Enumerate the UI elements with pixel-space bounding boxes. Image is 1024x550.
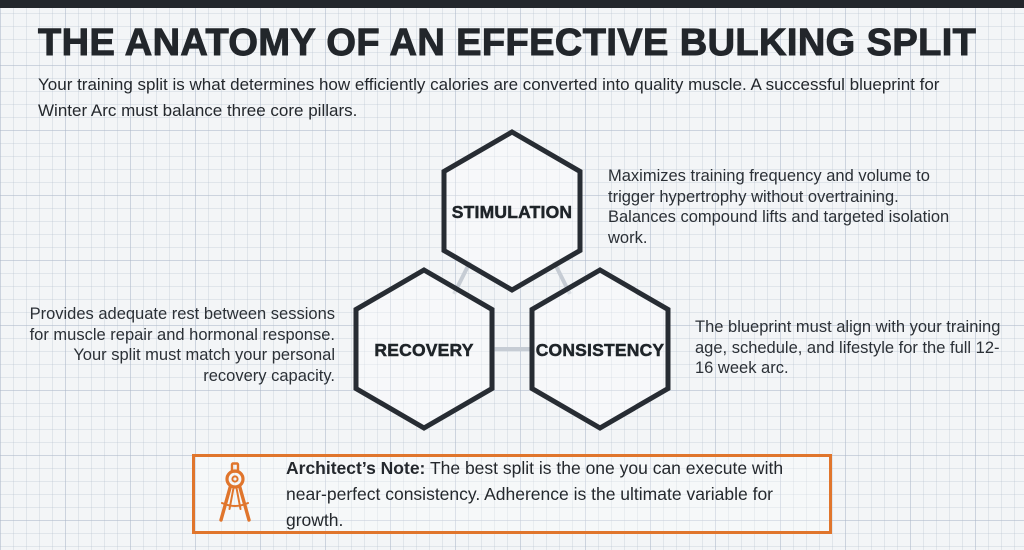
hexagon-label-stimulation: STIMULATION <box>451 202 573 223</box>
connector-stimulation-recovery <box>452 261 472 295</box>
drafting-compass-icon <box>219 462 251 522</box>
page-subtitle: Your training split is what determines h… <box>38 75 940 120</box>
hexagon-label-consistency: CONSISTENCY <box>535 340 665 361</box>
stimulation-description: Maximizes training frequency and volume … <box>608 167 950 247</box>
architects-note-box: Architect’s Note: The best split is the … <box>192 454 832 534</box>
architects-note-label: Architect’s Note: <box>286 458 426 478</box>
connector-stimulation-consistency <box>552 261 572 295</box>
consistency-description: The blueprint must align with your train… <box>695 318 1001 378</box>
recovery-description: Provides adequate rest between sessions … <box>29 305 335 385</box>
architects-note-text: Architect’s Note: The best split is the … <box>286 455 814 533</box>
connector-lines <box>452 261 572 351</box>
hexagon-label-recovery: RECOVERY <box>374 340 474 361</box>
page-title: THE ANATOMY OF AN EFFECTIVE BULKING SPLI… <box>38 22 977 64</box>
top-accent-bar <box>0 0 1024 8</box>
architects-note-body: The best split is the one you can execut… <box>286 458 784 530</box>
